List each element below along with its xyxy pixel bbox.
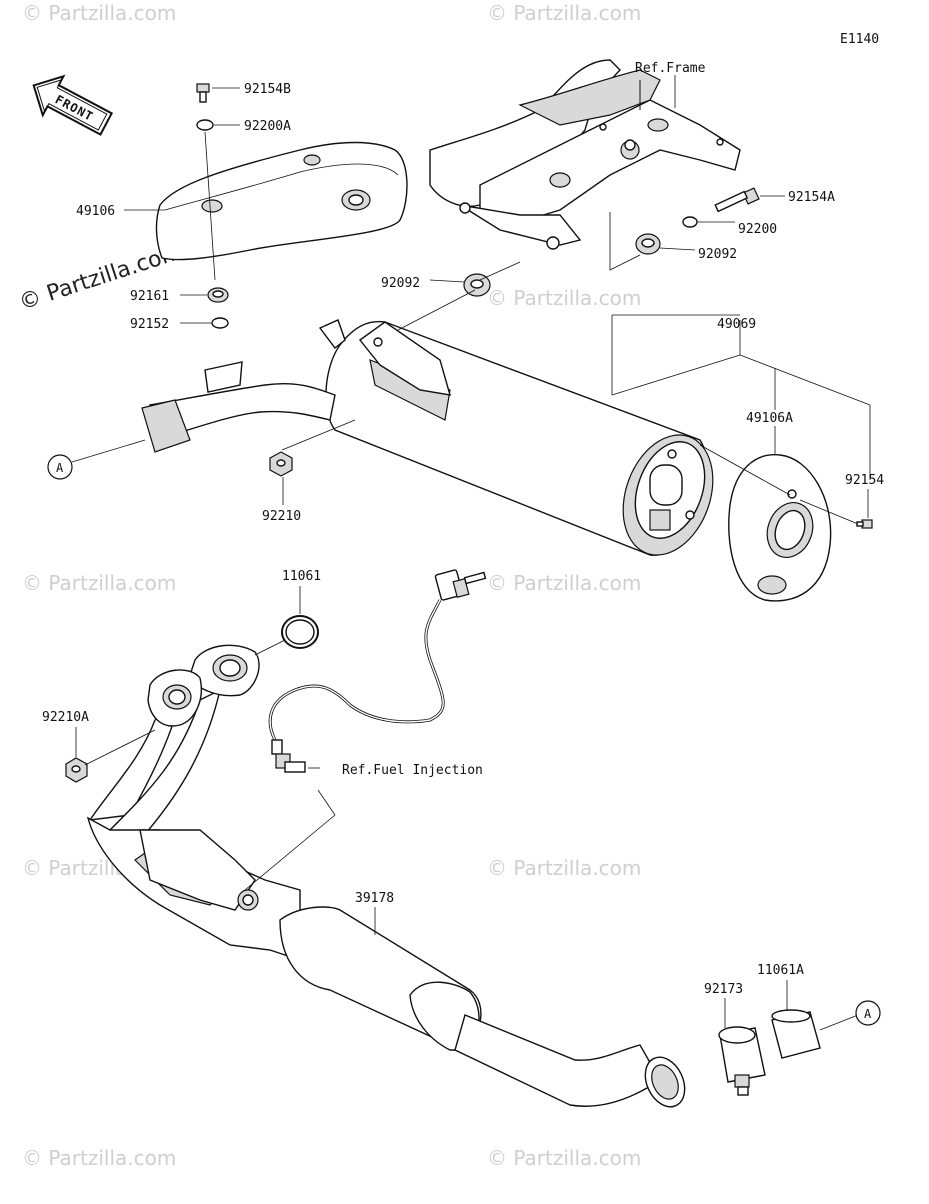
part-label-92210[interactable]: 92210 [262, 509, 301, 524]
o2-sensor [268, 569, 487, 773]
part-label-92154B[interactable]: 92154B [244, 82, 291, 97]
part-label-92161[interactable]: 92161 [130, 289, 169, 304]
assembly-line [699, 444, 791, 496]
assembly-line [799, 499, 859, 525]
grommet-92161 [207, 287, 229, 303]
part-label-92173[interactable]: 92173 [704, 982, 743, 997]
leader-line [429, 279, 465, 283]
callout-a-left: A [47, 439, 146, 480]
washer-92200 [682, 216, 698, 228]
part-label-39178[interactable]: 39178 [355, 891, 394, 906]
muffler-49069 [318, 319, 714, 556]
ref-frame-label: Ref.Frame [635, 61, 706, 76]
gasket-11061A [771, 1009, 821, 1059]
washer-92152 [211, 317, 229, 329]
part-label-11061[interactable]: 11061 [282, 569, 321, 584]
exhaust-pipe-39178 [86, 644, 686, 1108]
assembly-line [244, 814, 336, 891]
assembly-line [819, 1014, 859, 1031]
ref-fuel-injection-label: Ref.Fuel Injection [342, 763, 483, 778]
part-label-92154A[interactable]: 92154A [788, 190, 835, 205]
assembly-line [397, 289, 476, 331]
assembly-line [609, 212, 641, 271]
part-label-49106A[interactable]: 49106A [746, 411, 793, 426]
watermark-text: © Partzilla.com [487, 571, 641, 595]
watermark-text: © Partzilla.com [487, 1146, 641, 1170]
callout-a-label: A [56, 461, 64, 475]
watermark-text: © Partzilla.com [487, 286, 641, 310]
gasket-11061 [281, 615, 319, 649]
link-pipe [141, 361, 336, 453]
assembly-line [84, 729, 156, 766]
assembly-line [254, 639, 286, 656]
watermark-text: © Partzilla.com [487, 1, 641, 25]
part-label-49069[interactable]: 49069 [717, 317, 756, 332]
assembly-line [281, 419, 356, 451]
part-label-92092-right[interactable]: 92092 [698, 247, 737, 262]
callout-a-right: A [855, 1000, 881, 1026]
watermark-text: © Partzilla.com [22, 1146, 176, 1170]
nut-92210A [65, 757, 88, 783]
bolt-92154A [714, 187, 760, 213]
frame-bracket [429, 59, 741, 250]
clamp-92173 [718, 1026, 766, 1096]
heat-cover-49106 [155, 141, 408, 261]
assembly-line [204, 131, 216, 281]
part-label-49106[interactable]: 49106 [76, 204, 115, 219]
nut-92210 [269, 451, 293, 477]
bolt-92154B [196, 83, 210, 103]
part-label-92154[interactable]: 92154 [845, 473, 884, 488]
leader-line [659, 247, 696, 251]
part-label-92092-left[interactable]: 92092 [381, 276, 420, 291]
screw-92154 [856, 519, 873, 529]
part-label-11061A[interactable]: 11061A [757, 963, 804, 978]
assembly-line [317, 789, 336, 816]
end-cover-49106A [728, 454, 832, 602]
washer-92200A [196, 119, 214, 131]
part-label-92210A[interactable]: 92210A [42, 710, 89, 725]
watermark-text: © Partzilla.com [22, 571, 176, 595]
damper-92092-left [463, 273, 491, 297]
diagram-code: E1140 [840, 32, 879, 47]
part-label-92200[interactable]: 92200 [738, 222, 777, 237]
part-label-92200A[interactable]: 92200A [244, 119, 291, 134]
watermark-text: © Partzilla.com [22, 1, 176, 25]
front-arrow-icon: FRONT [32, 74, 114, 136]
assembly-line [479, 261, 521, 281]
leader-bracket-49069 [611, 314, 871, 480]
watermark-text: © Partzilla.com [487, 856, 641, 880]
part-label-92152[interactable]: 92152 [130, 317, 169, 332]
damper-92092-right [635, 233, 661, 255]
callout-a-label: A [864, 1007, 872, 1021]
